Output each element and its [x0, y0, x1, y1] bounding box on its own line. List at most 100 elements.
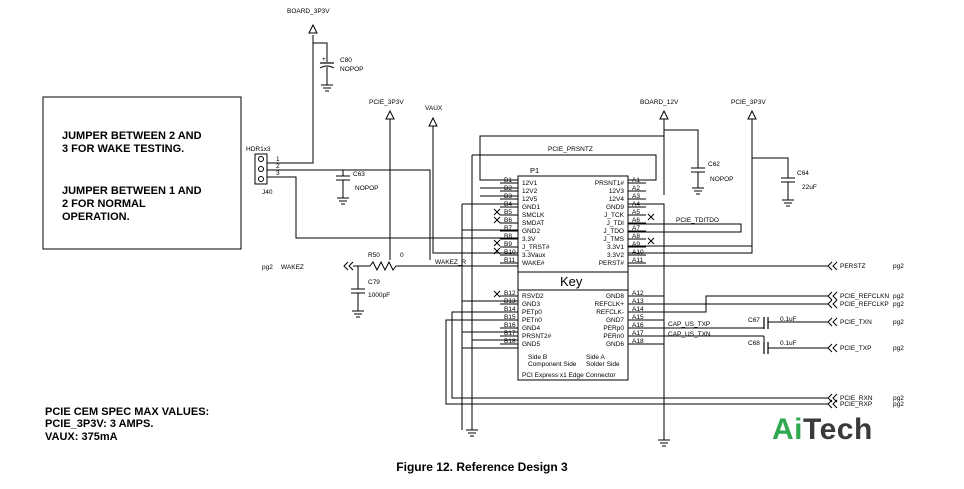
port-page: pg2 — [893, 395, 904, 402]
pin-number: A17 — [632, 330, 644, 337]
wire-refclk — [628, 295, 828, 313]
pin-number: B1 — [504, 177, 512, 184]
pin-number: B12 — [504, 290, 516, 297]
net-cap-us-txn: CAP_US_TXN — [668, 331, 711, 338]
pin-name: RSVD2 — [522, 293, 544, 300]
c80-plate-curved — [319, 65, 335, 69]
pin-name: J_TCK — [604, 212, 625, 219]
pin-name: REFCLK- — [596, 309, 624, 316]
pin-name: 12V3 — [609, 188, 625, 195]
port-page: pg2 — [893, 293, 904, 300]
hdr-pin2: 2 — [276, 163, 280, 170]
pin-number: B7 — [504, 225, 512, 232]
port-arrow — [827, 291, 838, 301]
net-pcie-3p3v-right: PCIE_3P3V — [731, 99, 766, 106]
port-arrow — [827, 343, 838, 353]
c63-cap-ground — [336, 175, 350, 205]
port-arrow — [827, 317, 838, 327]
jumper-note-line3: JUMPER BETWEEN 1 AND — [62, 185, 202, 197]
wakez-page: pg2 — [262, 264, 273, 271]
port-name: PCIE_TXP — [840, 345, 871, 352]
r50-resistor — [369, 260, 397, 272]
pin-number: A18 — [632, 338, 644, 345]
ground-left — [466, 429, 478, 437]
port-name: PCIE_RXP — [840, 401, 872, 408]
pin-number: B5 — [504, 209, 512, 216]
pin-name: 3.3V2 — [607, 252, 624, 259]
pin-number: A5 — [632, 209, 640, 216]
pin-number: A13 — [632, 298, 644, 305]
port-name: PCIE_REFCLKN — [840, 293, 889, 300]
wakez-port-arrow — [343, 261, 354, 271]
pin-name: REFCLK+ — [595, 301, 625, 308]
jumper-note-box — [42, 96, 242, 250]
net-wakez-r: WAKEZ_R — [435, 259, 466, 266]
connector-title: PCI Express x1 Edge Connector — [522, 372, 616, 379]
pin-number: A3 — [632, 193, 640, 200]
c64-cap-ground — [781, 177, 795, 207]
side-b-label: Side B — [528, 354, 547, 361]
pin-name: 3.3V — [522, 236, 536, 243]
pin-name: PETn0 — [522, 317, 542, 324]
figure-caption: Figure 12. Reference Design 3 — [396, 460, 568, 474]
jumper-note-line5: OPERATION. — [62, 211, 130, 223]
pin-name: 12V5 — [522, 196, 538, 203]
c79-ref: C79 — [368, 279, 380, 286]
power-arrow-pcie-3p3v-left — [385, 109, 395, 120]
c67-value: 0.1uF — [780, 316, 797, 323]
connector-body — [517, 175, 629, 381]
c80-plus: + — [322, 56, 326, 63]
c79-cap-ground — [351, 266, 365, 318]
pin-name: GND7 — [606, 317, 624, 324]
pin-number: B11 — [504, 257, 515, 264]
port-page: pg2 — [893, 301, 904, 308]
pin-name: PRSNT1# — [595, 180, 625, 187]
wire-prsntz — [472, 154, 657, 181]
spec-note-line1: PCIE CEM SPEC MAX VALUES: — [45, 406, 209, 418]
pin-name: J_TMS — [603, 236, 624, 243]
pin-number: B18 — [504, 338, 516, 345]
hdr-ref: HDR1x3 — [246, 146, 271, 153]
port-page: pg2 — [893, 345, 904, 352]
c68-value: 0.1uF — [780, 340, 797, 347]
pin-name: PERp0 — [603, 325, 624, 332]
port-name: PERSTZ — [840, 263, 866, 270]
c62-ref: C62 — [708, 161, 720, 168]
pin-name: WAKE# — [522, 260, 545, 267]
wire-c80 — [313, 42, 328, 62]
c80-ground — [321, 67, 333, 92]
c67-ref: C67 — [748, 317, 760, 324]
pin-number: B6 — [504, 217, 512, 224]
header-j40 — [254, 153, 268, 185]
jumper-note-line4: 2 FOR NORMAL — [62, 198, 146, 210]
c63-ref: C63 — [353, 171, 365, 178]
key-label: Key — [560, 274, 583, 289]
no-connect-marks — [493, 208, 655, 298]
pin-name: PRSNT2# — [522, 333, 552, 340]
pin-name: 12V1 — [522, 180, 538, 187]
pin-number: A12 — [632, 290, 644, 297]
pin-name: 3.3Vaux — [522, 252, 546, 259]
pin-number: B15 — [504, 314, 516, 321]
c64-ref: C64 — [797, 170, 809, 177]
ground-right — [658, 439, 670, 447]
pin-number: A7 — [632, 225, 640, 232]
pin-name: 12V2 — [522, 188, 538, 195]
pin-name: 3.3V1 — [607, 244, 624, 251]
pin-number: B2 — [504, 185, 512, 192]
pin-number: B9 — [504, 241, 512, 248]
net-vaux: VAUX — [425, 105, 443, 112]
net-pcie-3p3v-left: PCIE_3P3V — [369, 99, 404, 106]
wire-12v-b2-b3 — [480, 187, 518, 197]
pin-number: A9 — [632, 241, 640, 248]
pin-name: GND9 — [606, 204, 624, 211]
jumper-note-line2: 3 FOR WAKE TESTING. — [62, 143, 184, 155]
pin-number: B14 — [504, 306, 516, 313]
wire-tditdo — [628, 223, 742, 233]
net-pcie-tditdo: PCIE_TDITDO — [676, 217, 719, 224]
pin-number: A8 — [632, 233, 640, 240]
pin-number: A15 — [632, 314, 644, 321]
header-pin-circle — [258, 166, 264, 172]
net-pcie-prsntz: PCIE_PRSNTZ — [548, 146, 593, 153]
